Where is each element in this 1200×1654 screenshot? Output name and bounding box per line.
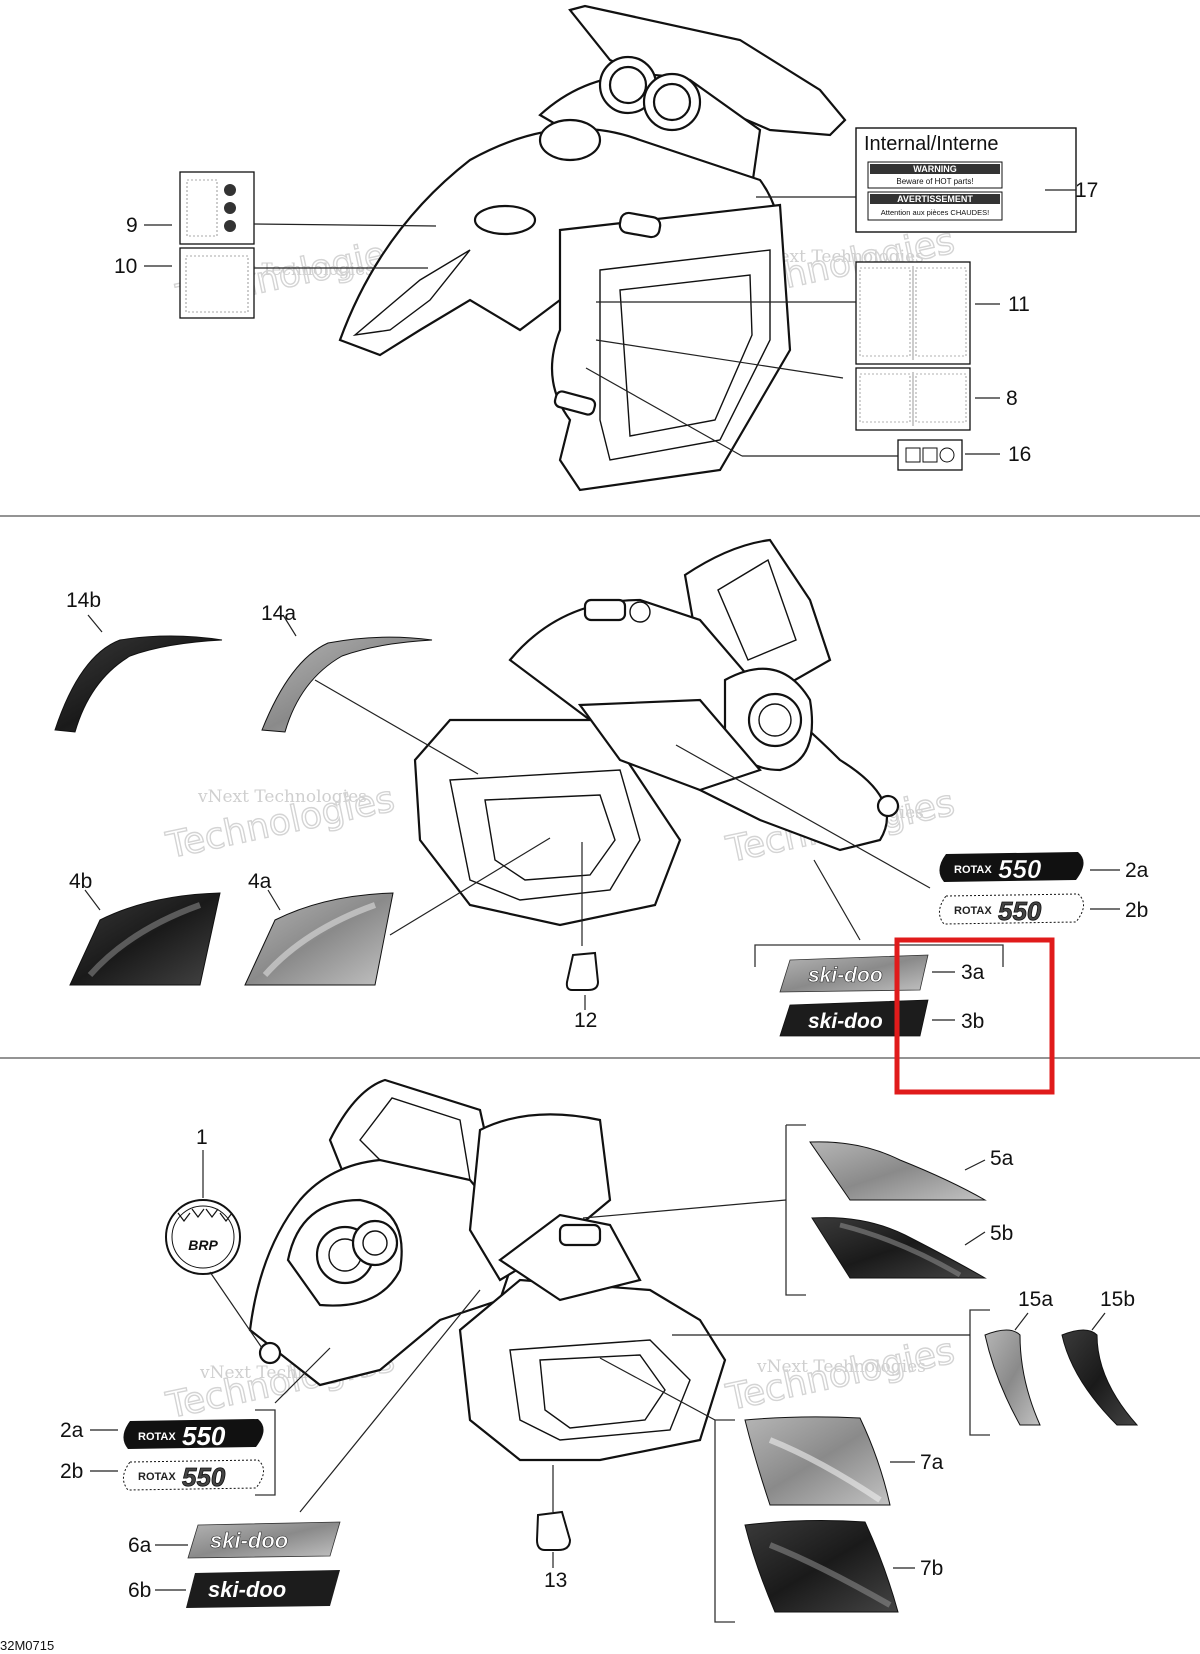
decal-14a (261, 636, 433, 733)
skidoo-logo-6a: ski-doo (187, 1521, 341, 1559)
middle-body-assembly (413, 538, 900, 927)
callout-11: 11 (1008, 293, 1030, 316)
svg-text:550: 550 (182, 1462, 226, 1492)
callout-2a-mid: 2a (1125, 859, 1149, 882)
decal-5a (809, 1141, 987, 1201)
svg-text:AVERTISSEMENT: AVERTISSEMENT (897, 194, 973, 204)
decal-7a (744, 1416, 891, 1506)
bottom-body-assembly (248, 1078, 727, 1462)
callout-2b-mid: 2b (1125, 899, 1148, 922)
skidoo-logo-6b: ski-doo (186, 1570, 340, 1608)
callout-12: 12 (574, 1009, 597, 1032)
callout-9: 9 (126, 214, 138, 237)
leader-lines (144, 189, 1076, 457)
callout-7a: 7a (920, 1451, 944, 1474)
decal-16 (897, 439, 963, 471)
callout-4b: 4b (69, 870, 92, 893)
svg-text:vNext Technologies: vNext Technologies (197, 787, 367, 807)
decal-10 (179, 247, 255, 319)
leader-lines (90, 1124, 1106, 1623)
rotax-logo-2a: ROTAX 550 (939, 852, 1084, 884)
skidoo-logo-3a: ski-doo (779, 954, 929, 993)
callout-10: 10 (114, 255, 137, 278)
callout-2b-bottom: 2b (60, 1460, 83, 1483)
decal-8 (855, 367, 971, 431)
svg-text:ski-doo: ski-doo (808, 964, 883, 987)
figure-code: 32M0715 (0, 1638, 54, 1653)
callout-5a: 5a (990, 1147, 1014, 1170)
svg-text:ski-doo: ski-doo (808, 1010, 883, 1033)
svg-text:ski-doo: ski-doo (210, 1528, 288, 1553)
highlight-box (894, 937, 1055, 1095)
rotax-logo-2a-bottom: ROTAX 550 (123, 1419, 264, 1451)
svg-text:550: 550 (182, 1421, 226, 1451)
brp-badge: BRP (165, 1199, 241, 1275)
svg-text:550: 550 (998, 854, 1042, 884)
svg-text:ROTAX: ROTAX (954, 864, 992, 876)
rotax-logo-2b: ROTAX 550 (939, 893, 1084, 926)
callout-13: 13 (544, 1569, 567, 1592)
callout-3a: 3a (961, 961, 985, 984)
callout-4a: 4a (248, 870, 272, 893)
decal-14b (54, 635, 223, 733)
decal-4a (244, 892, 394, 986)
callout-5b: 5b (990, 1222, 1013, 1245)
callout-14a: 14a (261, 602, 296, 625)
callout-15b: 15b (1100, 1288, 1135, 1311)
rotax-logo-2b-bottom: ROTAX 550 (123, 1459, 264, 1492)
top-body-assembly (338, 4, 847, 492)
part-13-trim (535, 1510, 572, 1551)
decal-5b (811, 1217, 987, 1279)
svg-text:Attention aux pièces CHAUDES!: Attention aux pièces CHAUDES! (881, 208, 989, 217)
decal-9 (179, 171, 255, 245)
callout-16: 16 (1008, 443, 1031, 466)
skidoo-logo-3b: ski-doo (779, 999, 929, 1037)
leader-lines (84, 614, 1120, 1021)
decal-15b (1061, 1329, 1139, 1426)
callout-6b: 6b (128, 1579, 151, 1602)
callout-2a-bottom: 2a (60, 1419, 84, 1442)
warning-decal: WARNING Beware of HOT parts! (867, 161, 1003, 189)
svg-text:Beware of HOT parts!: Beware of HOT parts! (896, 177, 973, 186)
svg-text:Internal/Interne: Internal/Interne (864, 133, 999, 155)
decal-11 (855, 261, 971, 365)
svg-text:vNext Technologies: vNext Technologies (756, 1357, 926, 1377)
svg-text:ski-doo: ski-doo (208, 1577, 286, 1602)
callout-6a: 6a (128, 1534, 152, 1557)
callout-7b: 7b (920, 1557, 943, 1580)
svg-text:550: 550 (998, 896, 1042, 926)
internal-label-box: Internal/Interne WARNING Beware of HOT p… (855, 127, 1077, 233)
svg-text:ROTAX: ROTAX (954, 905, 992, 917)
svg-text:ROTAX: ROTAX (138, 1471, 176, 1483)
avertissement-decal: AVERTISSEMENT Attention aux pièces CHAUD… (867, 191, 1003, 221)
svg-text:Technologies: Technologies (722, 1331, 958, 1419)
svg-text:WARNING: WARNING (913, 164, 957, 174)
callout-14b: 14b (66, 589, 101, 612)
callout-1: 1 (196, 1126, 208, 1149)
callout-8: 8 (1006, 387, 1018, 410)
part-12-trim (565, 951, 600, 991)
svg-text:BRP: BRP (188, 1237, 218, 1253)
callout-15a: 15a (1018, 1288, 1053, 1311)
svg-text:ROTAX: ROTAX (138, 1431, 176, 1443)
callout-3b: 3b (961, 1010, 984, 1033)
callout-17: 17 (1075, 179, 1098, 202)
decal-4b (69, 892, 221, 986)
decal-15a (984, 1329, 1041, 1426)
decal-7b (744, 1520, 899, 1613)
